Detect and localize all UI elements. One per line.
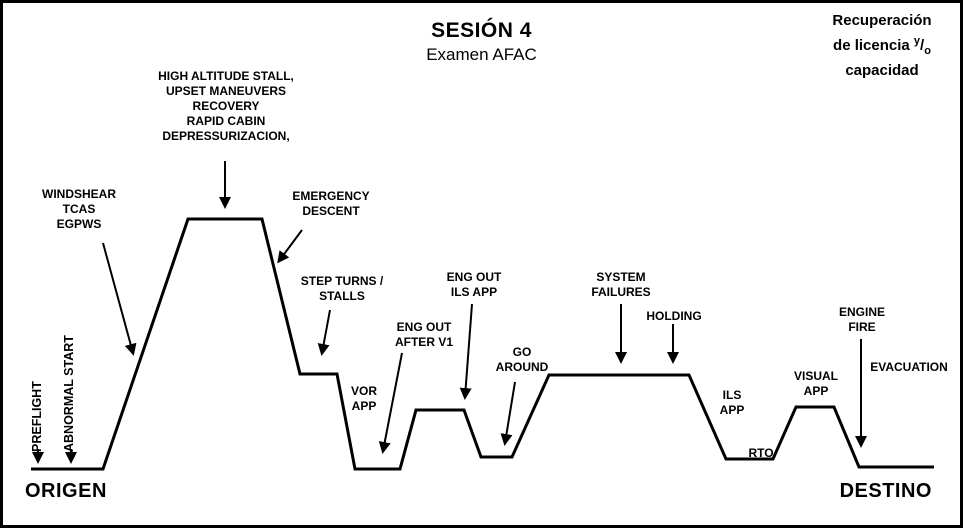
label-preflight: PREFLIGHT	[30, 381, 44, 452]
label-rto: RTO	[748, 446, 774, 460]
license-note-line2-sub: o	[924, 45, 931, 57]
windshear-arrow	[102, 242, 137, 356]
label-abnormal-start: ABNORMAL START	[62, 335, 76, 452]
eng-out-after-v1-arrow	[378, 352, 403, 454]
label-holding: HOLDING	[646, 309, 702, 323]
page-title: SESIÓN 4	[431, 19, 532, 42]
eng-out-ils-app-arrow	[459, 303, 473, 400]
title-block: SESIÓN 4 Examen AFAC	[3, 19, 960, 65]
origin-label: ORIGEN	[25, 480, 107, 502]
label-emergency-descent: EMERGENCY DESCENT	[292, 189, 370, 218]
label-ils-app: ILS APP	[719, 388, 745, 417]
page-subtitle: Examen AFAC	[426, 45, 537, 64]
label-step-turns-stalls: STEP TURNS / STALLS	[300, 274, 384, 303]
label-high-altitude-stall: HIGH ALTITUDE STALL, UPSET MANEUVERS REC…	[158, 69, 294, 143]
label-go-around: GO AROUND	[495, 345, 549, 374]
emergency-descent-arrow	[277, 229, 303, 264]
destination-label: DESTINO	[839, 480, 932, 502]
license-note-line2-sup: y	[913, 35, 921, 47]
license-note-line1: Recuperación	[832, 12, 932, 29]
label-system-failures: SYSTEM FAILURES	[591, 270, 651, 299]
label-visual-app: VISUAL APP	[793, 369, 838, 398]
label-vor-app: VOR APP	[350, 384, 377, 413]
label-evacuation: EVACUATION	[870, 360, 948, 374]
label-windshear-tcas-egpws: WINDSHEAR TCAS EGPWS	[42, 187, 116, 231]
license-note-line2: de licencia y/o	[812, 31, 952, 61]
flight-profile-line	[31, 217, 934, 471]
license-note-line3: capacidad	[845, 62, 919, 79]
step-turns-arrow	[317, 309, 331, 356]
license-recovery-note: Recuperación de licencia y/o capacidad	[812, 11, 952, 81]
label-engine-fire: ENGINE FIRE	[838, 305, 885, 334]
flight-profile-canvas	[31, 161, 934, 471]
label-eng-out-ils-app: ENG OUT ILS APP	[446, 270, 502, 299]
label-eng-out-after-v1: ENG OUT AFTER V1	[394, 320, 453, 349]
license-note-line2-slash: /	[920, 37, 925, 54]
license-note-line2-text: de licencia	[833, 37, 914, 54]
go-around-arrow	[500, 381, 516, 446]
